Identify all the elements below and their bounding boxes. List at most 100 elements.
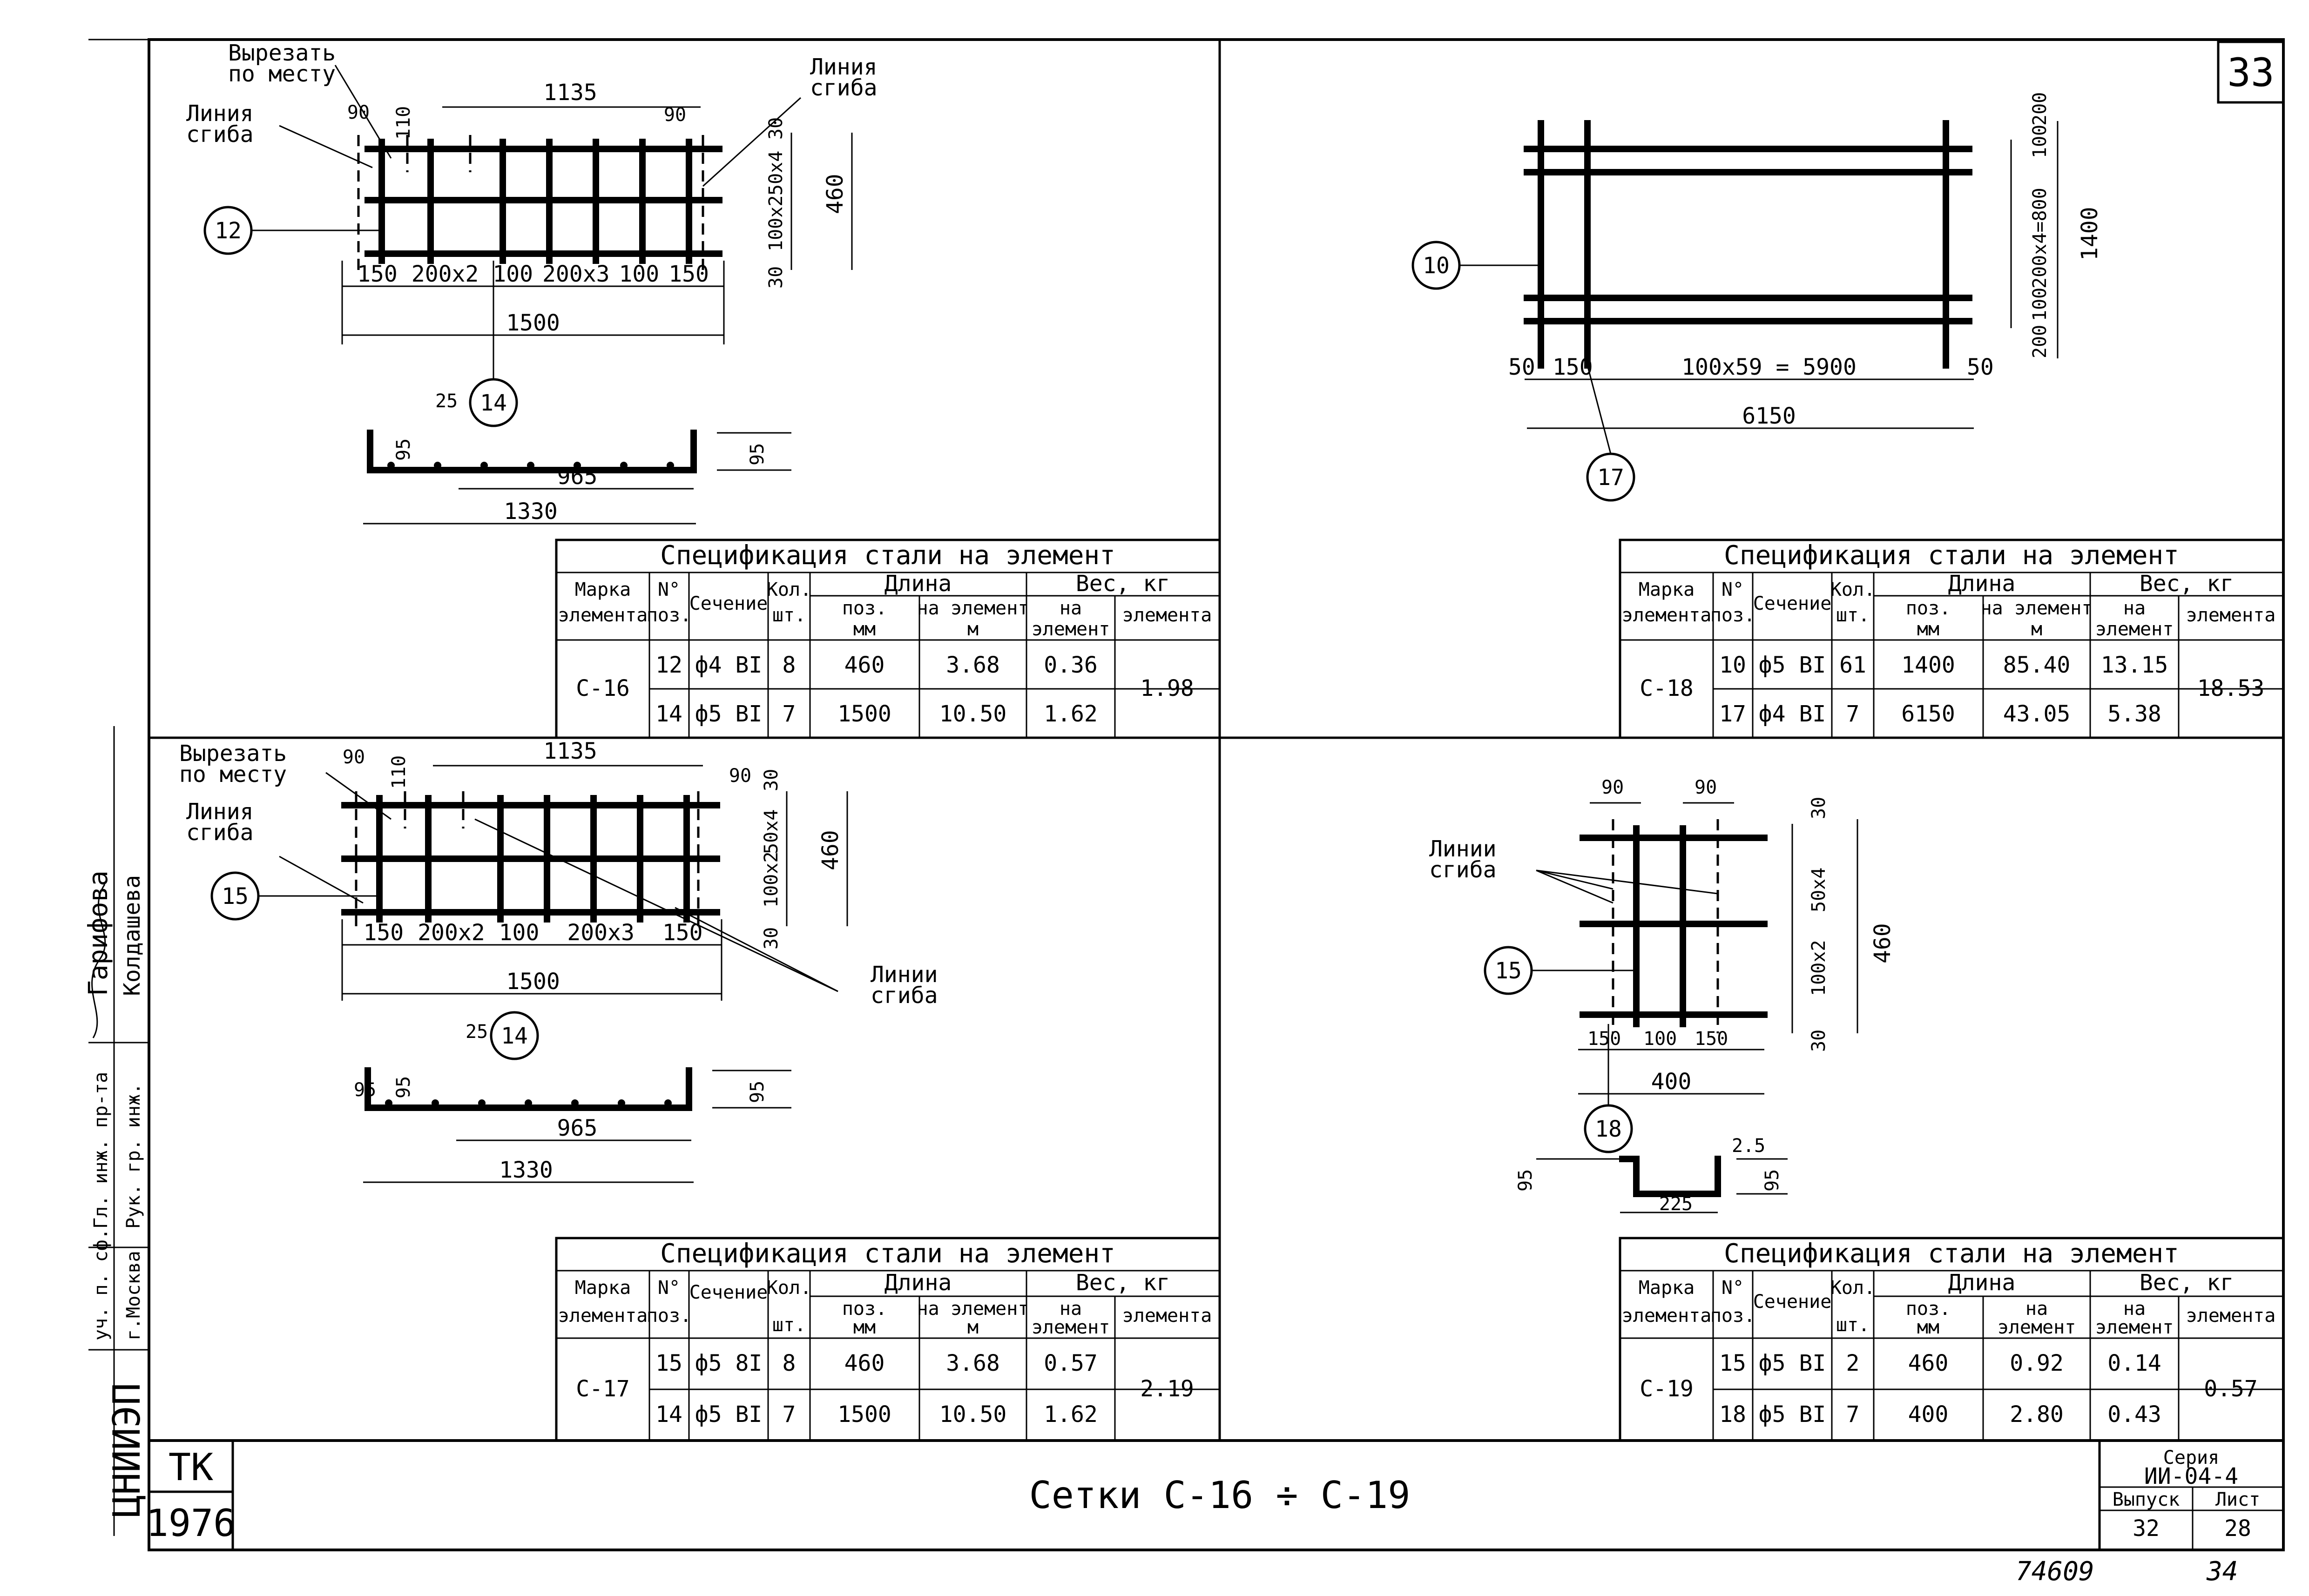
dim-100-a1: 100 xyxy=(493,261,533,287)
cell-pos: 17 xyxy=(1719,701,1746,727)
spec-title-c18: Спецификация стали на элемент xyxy=(1724,540,2179,571)
drawing-title: Сетки С-16 ÷ С-19 xyxy=(1029,1474,1411,1517)
cell-qty: 7 xyxy=(1846,1401,1860,1428)
hdr-weight: Вес, кг xyxy=(1076,571,1170,597)
dim-100-c1: 100 xyxy=(499,920,540,946)
hdr-len-el-2: м xyxy=(967,619,979,640)
cell-mark: С-19 xyxy=(1640,1376,1694,1402)
bend-label-2b: сгиба xyxy=(810,75,878,101)
bar-14-shape-a xyxy=(363,430,791,525)
cell-w: 0.36 xyxy=(1044,652,1098,678)
hdr-pos-1: N° xyxy=(1722,579,1744,600)
dim-200x3-b: 200x3 xyxy=(567,920,635,946)
dim-150-b: 150 xyxy=(1553,354,1593,380)
dim-100x2-b: 100x2 xyxy=(761,852,782,908)
hdr-qty-2: шт. xyxy=(1836,1314,1870,1336)
cell-section: ф5 ВI xyxy=(1759,1350,1826,1376)
dim-150-c2: 150 xyxy=(1695,1028,1728,1050)
cell-qty: 8 xyxy=(783,1350,796,1376)
dim-100-b2: 100 xyxy=(2029,288,2051,321)
dim-100-a2: 100 xyxy=(619,261,660,287)
spec-title-c16: Спецификация стали на элемент xyxy=(660,540,1115,571)
spec-table-c16: Спецификация стали на элемент Марка элем… xyxy=(555,539,1221,739)
dim-50-b1: 50 xyxy=(1508,354,1535,380)
cell-w: 1.62 xyxy=(1044,701,1098,727)
cell-len-pos: 1400 xyxy=(1901,652,1955,678)
cut-label-1: Вырезать xyxy=(228,40,336,66)
hdr-mark-1: Марка xyxy=(1639,1277,1695,1299)
hdr-w-total: элемента xyxy=(2186,605,2276,626)
dim-30-a1: 30 xyxy=(765,117,787,140)
dim-200x2-a: 200x2 xyxy=(412,261,479,287)
cell-len-pos: 6150 xyxy=(1901,701,1955,727)
cell-section: ф5 ВI xyxy=(1759,652,1826,678)
mesh-c18-drawing xyxy=(1411,120,2059,502)
issue-value: 32 xyxy=(2133,1515,2160,1542)
dim-100-c: 100 xyxy=(1643,1028,1677,1050)
dim-225: 225 xyxy=(1659,1193,1693,1215)
dim-1400: 1400 xyxy=(2077,207,2103,261)
bar-14-shape-b xyxy=(363,1067,791,1183)
hdr-len-pos-2: мм xyxy=(853,619,876,640)
hdr-len-pos-2: мм xyxy=(1917,619,1939,640)
dim-100x2-c: 100x2 xyxy=(1808,940,1830,996)
cell-w: 13.15 xyxy=(2101,652,2168,678)
dim-1330-b: 1330 xyxy=(499,1157,553,1183)
cell-section: ф5 ВI xyxy=(695,701,763,727)
bend-label-2a: сгиба xyxy=(186,121,254,148)
hdr-w-el-2: элемент xyxy=(2095,1317,2174,1338)
cell-qty: 2 xyxy=(1846,1350,1860,1376)
dim-460-a: 460 xyxy=(822,174,848,214)
cell-mark: С-16 xyxy=(576,675,630,701)
hdr-len-el-1: на элемент xyxy=(917,598,1029,619)
cut-label-2b: по месту xyxy=(179,761,287,788)
hdr-w-total: элемента xyxy=(1122,605,1212,626)
tk-label: ТК xyxy=(169,1446,213,1489)
cell-len-el: 10.50 xyxy=(939,701,1007,727)
hdr-pos-1: N° xyxy=(658,579,680,600)
cell-len-el: 3.68 xyxy=(946,652,1000,678)
dim-200x3-a: 200x3 xyxy=(542,261,610,287)
cell-pos: 15 xyxy=(655,1350,682,1376)
spec-table-c18: Спецификация стали на элемент Марка элем… xyxy=(1619,539,2285,739)
sheet-value: 28 xyxy=(2224,1515,2251,1542)
side-stamp: Гарифова Колдашева Гл. инж. пр-та Рук. г… xyxy=(83,726,149,1536)
hdr-len-pos-1: поз. xyxy=(1906,598,1951,619)
dim-95-c2: 95 xyxy=(1762,1169,1783,1192)
cell-qty: 8 xyxy=(783,652,796,678)
dim-95-b2: 95 xyxy=(747,1081,768,1103)
cell-pos: 14 xyxy=(655,701,682,727)
bends-label-1b: Линии xyxy=(1429,836,1497,862)
cell-w: 0.57 xyxy=(1044,1350,1098,1376)
hdr-pos-1: N° xyxy=(658,1277,680,1299)
pos-14-label-a: 14 xyxy=(480,390,507,416)
hdr-pos-1: N° xyxy=(1722,1277,1744,1299)
title-block: ТК 1976 Сетки С-16 ÷ С-19 Серия ИИ-04-4 … xyxy=(146,1441,2283,1550)
cell-pos: 10 xyxy=(1719,652,1746,678)
cell-w: 0.14 xyxy=(2107,1350,2161,1376)
hdr-mark-1: Марка xyxy=(575,579,631,600)
cell-len-el: 10.50 xyxy=(939,1401,1007,1428)
hdr-weight: Вес, кг xyxy=(1076,1270,1170,1296)
hdr-len-pos-1: поз. xyxy=(1906,1298,1951,1320)
dim-200-b2: 200 xyxy=(2029,325,2051,358)
dim-1135-b: 1135 xyxy=(543,738,597,764)
hdr-qty-1: Кол. xyxy=(1830,1277,1875,1299)
dim-90-b1: 90 xyxy=(343,747,365,768)
dim-95-b0: 95 xyxy=(354,1079,376,1101)
cell-len-el: 2.80 xyxy=(2010,1401,2064,1428)
issue-label: Выпуск xyxy=(2113,1489,2180,1510)
dim-150-b1: 150 xyxy=(363,920,404,946)
hdr-len-pos-1: поз. xyxy=(842,1298,887,1320)
dim-25-a: 25 xyxy=(435,391,458,412)
cell-len-el: 0.92 xyxy=(2010,1350,2064,1376)
hdr-qty-2: шт. xyxy=(1836,605,1870,626)
series-value: ИИ-04-4 xyxy=(2144,1463,2238,1489)
dim-30-b2: 30 xyxy=(761,927,782,950)
pos-18-label: 18 xyxy=(1595,1116,1622,1142)
cell-mark: С-17 xyxy=(576,1376,630,1402)
dim-1330-a: 1330 xyxy=(504,498,558,525)
